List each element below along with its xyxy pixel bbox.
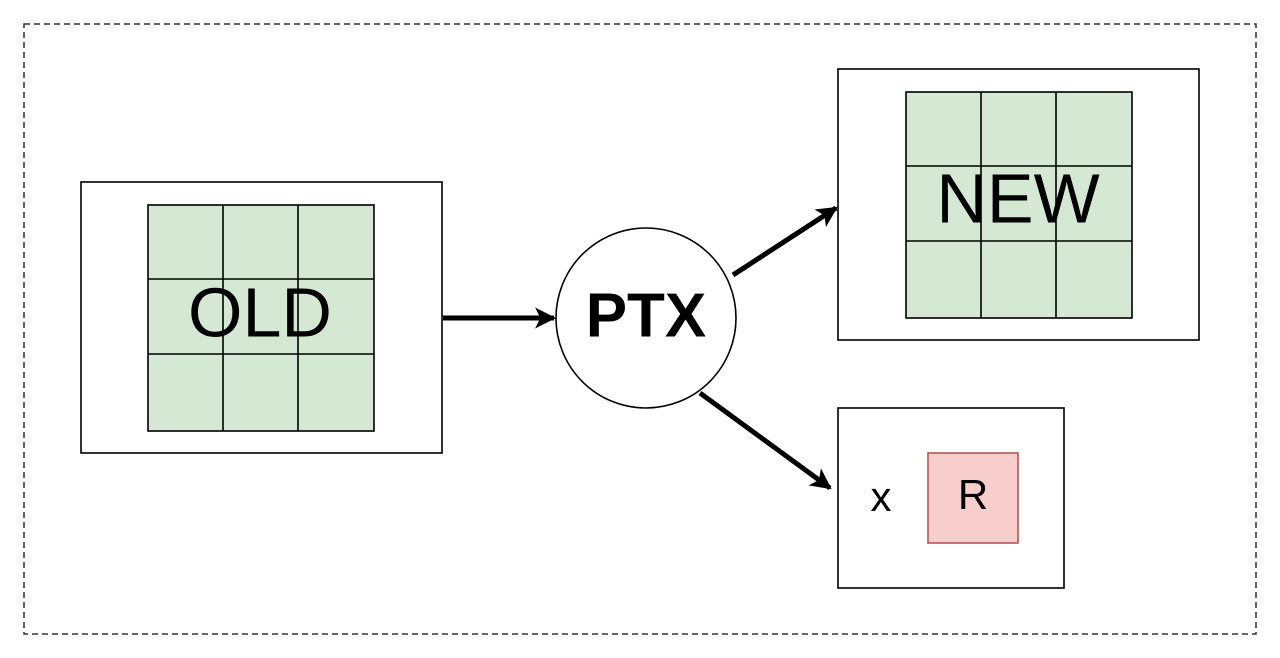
old-grid-background — [147, 204, 375, 432]
multiplier-label: x — [871, 473, 892, 520]
old-grid — [147, 204, 375, 432]
old-label: OLD — [188, 273, 332, 351]
outer-dashed-frame — [23, 23, 1257, 635]
register-box — [927, 452, 1019, 544]
new-label: NEW — [936, 159, 1099, 237]
arrow-ptx-to-new — [731, 205, 838, 278]
arrow-ptx-to-result — [698, 390, 832, 491]
old-block: OLD — [80, 181, 443, 454]
ptx-circle — [555, 227, 737, 409]
new-grid-background — [905, 91, 1133, 319]
register-label: R — [958, 471, 988, 518]
ptx-label: PTX — [586, 281, 707, 350]
result-block: x R — [837, 407, 1065, 589]
new-block: NEW — [837, 68, 1200, 341]
ptx-node: PTX — [555, 227, 737, 409]
new-grid — [905, 91, 1133, 319]
